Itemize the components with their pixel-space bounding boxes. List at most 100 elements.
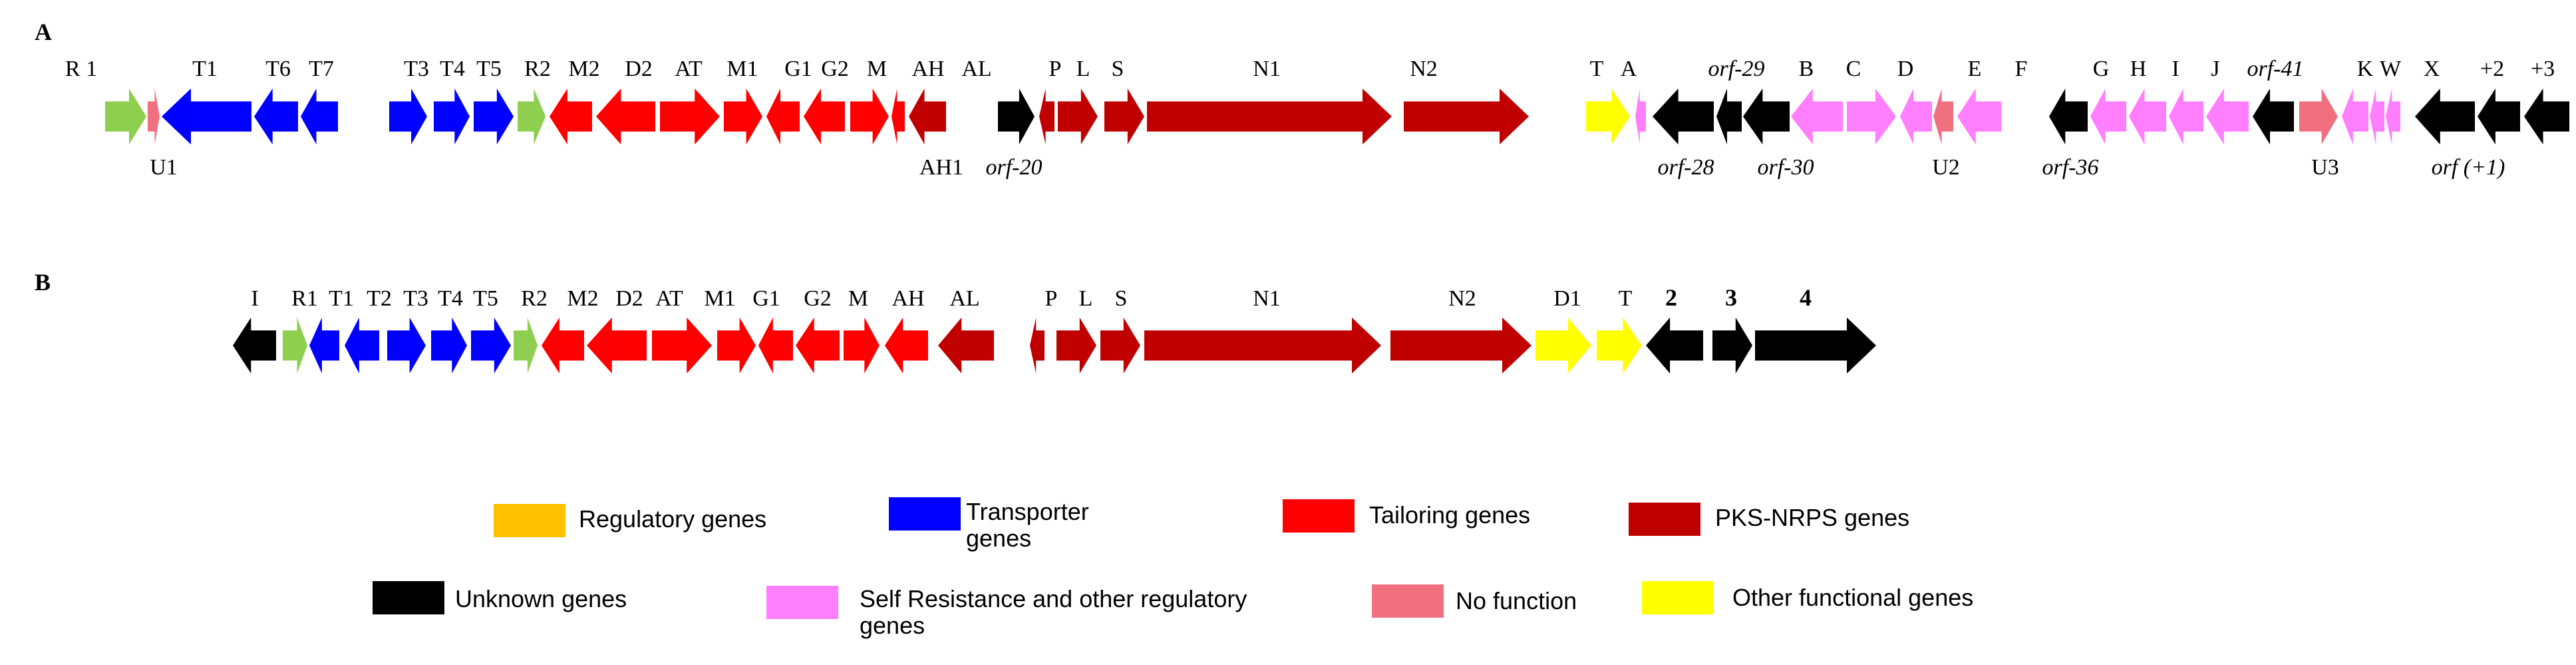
gene-label: G2 xyxy=(804,286,832,311)
gene-arrow xyxy=(1933,89,1953,144)
gene-label: S xyxy=(1115,286,1128,311)
gene-label: X xyxy=(2424,57,2440,81)
gene-arrow xyxy=(345,318,379,373)
legend-swatch xyxy=(1372,584,1444,618)
gene-label: M2 xyxy=(568,57,599,81)
gene-label: T xyxy=(1619,286,1633,311)
gene-label: AH xyxy=(911,57,944,81)
gene-arrow xyxy=(162,89,251,144)
gene-arrow xyxy=(2169,89,2203,144)
gene-arrow xyxy=(542,318,584,373)
gene-label: L xyxy=(1076,57,1090,81)
gene-label: AT xyxy=(655,286,683,311)
gene-arrow xyxy=(766,89,800,144)
gene-arrow xyxy=(1039,89,1054,144)
gene-label: orf-29 xyxy=(1708,57,1765,81)
gene-arrow xyxy=(596,89,655,144)
gene-arrow xyxy=(587,318,647,373)
gene-arrow xyxy=(2206,89,2249,144)
gene-arrow xyxy=(885,318,928,373)
gene-label: 3 xyxy=(1725,284,1737,311)
gene-label: T1 xyxy=(192,57,218,81)
gene-label: M xyxy=(867,57,887,81)
gene-label: D xyxy=(1897,57,1914,81)
legend-swatch xyxy=(889,497,961,531)
gene-arrow xyxy=(938,318,994,373)
gene-label: orf-36 xyxy=(2042,155,2099,180)
gene-arrow xyxy=(2415,89,2475,144)
gene-arrow xyxy=(1404,89,1529,144)
gene-label: F xyxy=(2015,57,2028,81)
gene-label: T3 xyxy=(403,286,428,311)
gene-arrow xyxy=(660,89,720,144)
gene-label: M1 xyxy=(704,286,735,311)
legend-label: Regulatory genes xyxy=(579,505,766,533)
gene-arrow xyxy=(389,89,427,144)
gene-arrow xyxy=(233,318,276,373)
gene-arrow xyxy=(1144,318,1381,373)
gene-label: J xyxy=(2211,57,2219,81)
gene-arrow xyxy=(1597,318,1642,373)
gene-label: R2 xyxy=(524,57,551,81)
gene-label: orf-28 xyxy=(1658,155,1714,180)
gene-arrow xyxy=(2342,89,2368,144)
gene-arrow xyxy=(1957,89,2001,144)
gene-arrow xyxy=(518,89,546,144)
legend-label: Other functional genes xyxy=(1732,584,1973,611)
gene-label: W xyxy=(2380,57,2402,81)
gene-arrow xyxy=(1104,89,1144,144)
gene-label: G1 xyxy=(784,57,812,81)
gene-arrow xyxy=(844,318,880,373)
gene-arrow xyxy=(724,89,762,144)
gene-label: T5 xyxy=(476,57,502,81)
gene-arrow xyxy=(1058,89,1098,144)
gene-arrow xyxy=(1586,89,1630,144)
gene-label: AT xyxy=(675,57,703,81)
gene-arrow xyxy=(2299,89,2338,144)
gene-label: +2 xyxy=(2480,57,2504,81)
gene-label: T6 xyxy=(265,57,291,81)
gene-arrow xyxy=(387,318,426,373)
gene-label: N1 xyxy=(1253,57,1281,81)
panel-label-a: A xyxy=(35,19,52,45)
gene-arrow xyxy=(1716,89,1742,144)
legend-label: Tailoring genes xyxy=(1369,501,1530,529)
gene-label: AL xyxy=(949,286,979,311)
legend-swatch xyxy=(373,581,444,614)
gene-label: N2 xyxy=(1448,286,1476,311)
gene-label: orf-41 xyxy=(2247,57,2304,81)
gene-arrow xyxy=(1712,318,1752,373)
gene-label: G1 xyxy=(752,286,780,311)
gene-arrow xyxy=(717,318,756,373)
gene-label: T3 xyxy=(404,57,429,81)
gene-arrow xyxy=(434,89,470,144)
gene-label: N1 xyxy=(1253,286,1281,311)
gene-label: H xyxy=(2130,57,2147,81)
legend-swatch xyxy=(1642,581,1714,614)
gene-label: orf-20 xyxy=(986,155,1043,180)
gene-arrow xyxy=(652,318,712,373)
gene-arrow xyxy=(2090,89,2126,144)
gene-arrow xyxy=(1147,89,1392,144)
gene-label: R2 xyxy=(521,286,548,311)
gene-label: I xyxy=(251,286,258,311)
legend-label: PKS-NRPS genes xyxy=(1715,504,1909,531)
gene-label: C xyxy=(1846,57,1861,81)
legend-label: No function xyxy=(1456,587,1577,614)
gene-arrow xyxy=(1635,89,1646,144)
gene-label: M1 xyxy=(726,57,758,81)
gene-label: P xyxy=(1045,286,1058,311)
gene-arrow xyxy=(1100,318,1140,373)
gene-arrow xyxy=(1390,318,1531,373)
gene-arrow xyxy=(758,318,793,373)
gene-label: U3 xyxy=(2311,155,2339,180)
gene-label: P xyxy=(1049,57,1062,81)
legend-swatch xyxy=(1629,503,1700,536)
gene-arrow xyxy=(1791,89,1843,144)
gene-arrow xyxy=(309,318,339,373)
gene-label: U1 xyxy=(150,155,178,180)
